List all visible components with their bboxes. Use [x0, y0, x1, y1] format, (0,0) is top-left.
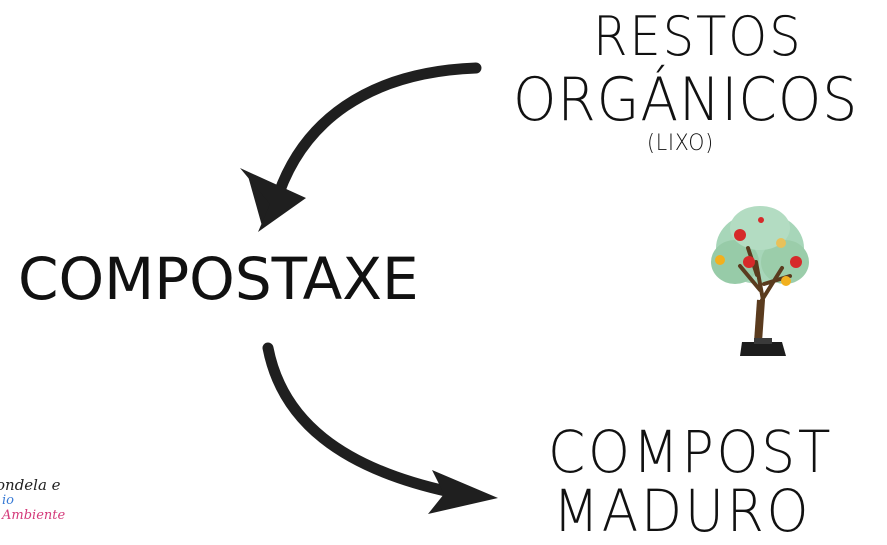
compost-title-line2: MADURO	[553, 477, 812, 545]
logo-line2-word: Ambiente	[2, 508, 66, 523]
arrow-compostaxe-to-compost	[262, 342, 498, 514]
logo-line2-prefix: io	[2, 493, 14, 508]
arrow-restos-to-compostaxe	[240, 62, 482, 232]
brand-logo: ondela e io Ambiente	[0, 476, 80, 536]
logo-line2: io Ambiente	[2, 493, 80, 523]
node-compostaxe: COMPOSTAXE	[18, 245, 419, 313]
compost-title-line1: COMPOST	[548, 418, 834, 486]
restos-subtitle: (LIXO)	[647, 131, 715, 156]
logo-line1: ondela e	[0, 476, 61, 494]
restos-title-line2: ORGÁNICOS	[513, 65, 859, 135]
restos-title-line1: RESTOS	[593, 5, 803, 68]
fruit-tree-icon	[711, 206, 809, 356]
